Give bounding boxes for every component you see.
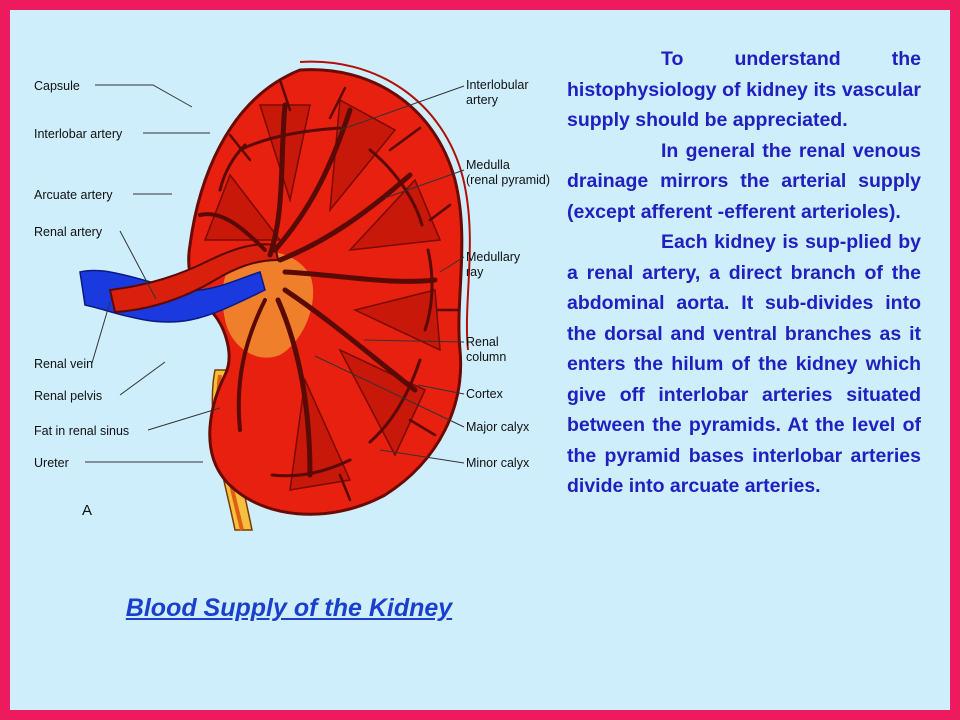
kidney-illustration: [79, 60, 471, 531]
panel-letter: A: [82, 502, 93, 519]
label-major-calyx: Major calyx: [466, 420, 530, 434]
label-medullary-ray-2: ray: [466, 265, 484, 279]
label-renal-column-2: column: [466, 350, 507, 364]
label-renal-column-1: Renal: [466, 335, 499, 349]
label-renal-vein: Renal vein: [34, 357, 94, 371]
label-arcuate-artery: Arcuate artery: [34, 188, 113, 202]
label-cortex: Cortex: [466, 387, 503, 401]
label-ureter: Ureter: [34, 456, 69, 470]
paragraph-3: Each kidney is sup-plied by a renal arte…: [567, 231, 921, 497]
label-renal-artery: Renal artery: [34, 225, 103, 239]
label-interlobular-artery-2: artery: [466, 93, 498, 107]
vascular-tree: [198, 78, 460, 502]
capsule-outline: [299, 60, 471, 351]
label-capsule: Capsule: [34, 79, 80, 93]
label-interlobular-artery-1: Interlobular: [466, 78, 529, 92]
paragraph-2: In general the renal venous drainage mir…: [567, 139, 921, 223]
body-text: To understand the histophysiology of kid…: [567, 44, 921, 502]
paragraph-1: To understand the histophysiology of kid…: [567, 48, 921, 131]
label-medulla-2: (renal pyramid): [466, 173, 551, 187]
label-renal-pelvis: Renal pelvis: [34, 389, 103, 403]
slide-title: Blood Supply of the Kidney: [125, 594, 453, 622]
label-medullary-ray-1: Medullary: [466, 250, 521, 264]
leader-lines: [85, 84, 465, 464]
label-interlobar-artery: Interlobar artery: [34, 127, 123, 141]
label-minor-calyx: Minor calyx: [466, 456, 530, 470]
kidney-figure: Capsule Interlobar artery Arcuate artery…: [10, 10, 580, 550]
label-fat-in-renal-sinus: Fat in renal sinus: [34, 424, 130, 438]
label-medulla-1: Medulla: [466, 158, 510, 172]
